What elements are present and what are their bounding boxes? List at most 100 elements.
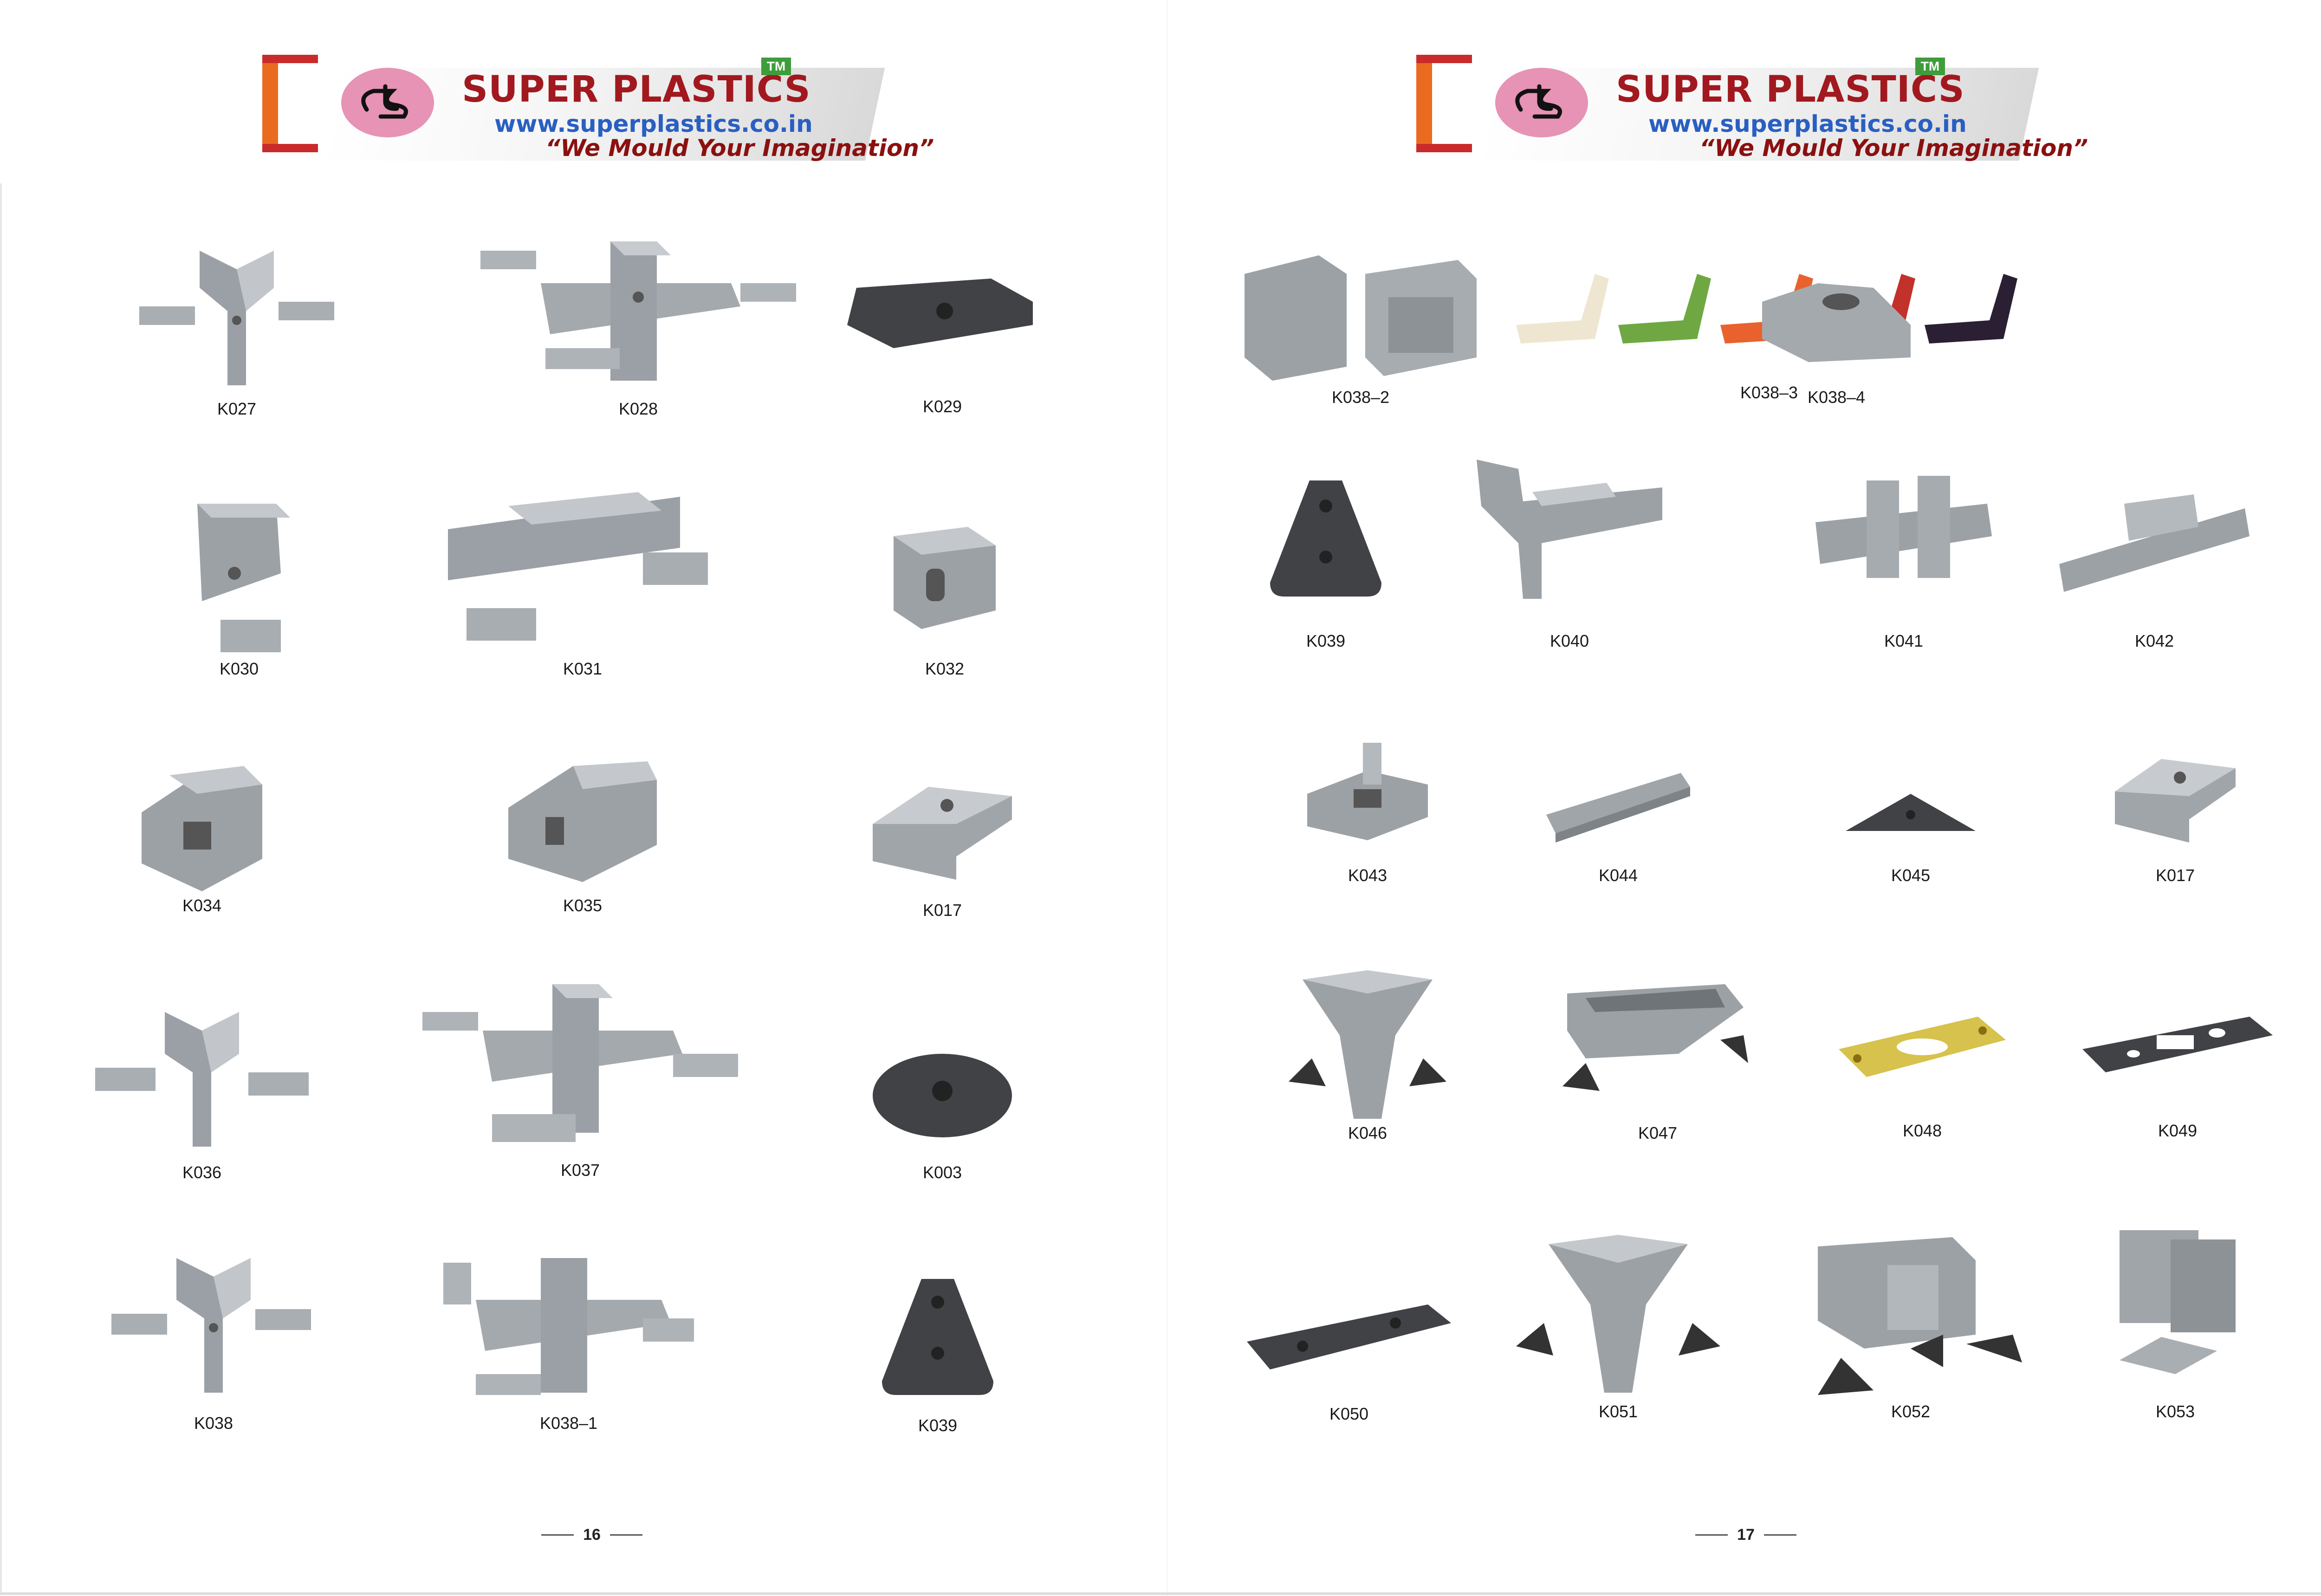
five-way-cross-connector-icon [422,984,738,1142]
product-card: K017 [2115,745,2236,885]
triangle-plate-icon [882,1279,993,1395]
product-card: K045 [1846,789,1976,885]
five-way-cross-connector-icon [480,241,796,381]
triangle-plate-icon [1270,480,1381,597]
mounting-base-icon [1307,743,1428,840]
brand-header: SUPER PLASTICS TM www.superplastics.co.i… [262,55,934,171]
flanged-block-joint-icon [508,761,657,882]
product-card: K047 [1562,975,1748,1142]
product-card: K043 [1307,738,1428,885]
cube-joint-icon [894,527,996,629]
t-joint-connector-icon [1477,460,1662,599]
brand-name: SUPER PLASTICS [462,69,811,110]
product-code: K044 [1598,866,1638,885]
product-card: K048 [1839,1007,2006,1140]
catalog-page-right: SUPER PLASTICS TM www.superplastics.co.i… [1168,0,2321,1596]
product-card: K050 [1247,1300,1451,1423]
product-card: K028 [480,227,796,418]
three-way-corner-connector-icon [95,1012,309,1147]
brand-tagline: “We Mould Your Imagination” [545,135,934,162]
product-code: K050 [1329,1404,1369,1423]
brass-slotted-plate-icon [1839,1017,2006,1077]
product-code: K052 [1891,1402,1931,1421]
product-code: K027 [217,399,257,418]
flat-link-plate-icon [1247,1304,1451,1369]
product-card: K031 [448,478,708,678]
product-code: K039 [1306,631,1346,650]
product-code: K034 [182,896,222,915]
folio-rule [1695,1534,1728,1536]
product-code: K017 [2155,866,2195,885]
product-code: K031 [563,659,603,678]
slotted-plate-icon [2082,1017,2273,1072]
product-code: K037 [560,1161,600,1180]
long-bracket-joint-icon [448,492,708,641]
product-card: K030 [197,490,290,678]
product-card: K038 [111,1249,311,1433]
funnel-corner-connector-icon [1289,970,1446,1119]
u-channel-clamp-icon [2115,759,2236,843]
product-code: K045 [1891,866,1931,885]
website-url: www.superplastics.co.in [494,110,813,137]
hinge-joint-pair-icon [1245,255,1477,381]
square-block-joint-icon [142,766,262,891]
product-code: K038–2 [1331,388,1390,407]
product-code: K003 [922,1163,962,1182]
product-code: K043 [1348,866,1387,885]
trademark-badge: TM [761,58,791,75]
product-code: K051 [1598,1402,1638,1421]
product-card: K039 [1270,476,1381,650]
product-code: K038–4 [1807,388,1866,407]
catalog-page-left: SUPER PLASTICS TM www.superplastics.co.i… [0,55,1033,1595]
product-code: K038–1 [539,1414,598,1433]
five-way-cross-connector-icon [443,1258,694,1395]
u-channel-clamp-icon [873,787,1012,880]
trademark-badge: TM [1915,58,1945,75]
brand-bracket-accent [1416,63,1432,144]
open-corner-connector-icon [1562,984,1748,1091]
sp-monogram-icon [1495,68,1588,137]
folio-rule [609,1534,642,1536]
three-way-corner-connector-icon [111,1258,311,1393]
page-number-text: 16 [583,1525,601,1544]
cross-joint-connector-icon [1815,476,1992,578]
bracket-assembly-icon [1818,1237,2022,1395]
product-card: K038–1 [443,1249,694,1433]
product-card: K038–2 [1245,246,1477,407]
triangle-plate-icon [1846,794,1976,831]
product-code: K032 [925,659,965,678]
product-code: K048 [1902,1121,1942,1140]
product-code: K038–3 [1740,383,1798,402]
product-code: K028 [618,399,658,418]
round-washer-plate-icon [873,1054,1012,1137]
page-number: 16 [536,1525,648,1545]
product-code: K047 [1638,1123,1678,1142]
brand-name: SUPER PLASTICS [1616,69,1965,110]
product-code: K053 [2155,1402,2195,1421]
product-card: K038–4 [1762,274,1911,407]
product-card: K038–3 [1516,269,2017,402]
channel-strip-icon [1546,773,1690,843]
product-card: K046 [1289,970,1446,1142]
double-flange-bracket-icon [2120,1230,2236,1374]
product-code: K041 [1884,631,1924,650]
clamp-block-icon [1762,283,1911,362]
product-code: K046 [1348,1123,1387,1142]
product-card: K017 [873,768,1012,920]
product-card: K032 [894,518,996,678]
page-number-text: 17 [1737,1525,1755,1544]
three-way-corner-connector-icon [139,251,334,385]
product-code: K035 [563,896,603,915]
product-card: K029 [847,274,1033,416]
sp-monogram-icon [341,68,434,137]
product-card: K042 [2059,485,2250,650]
product-card: K041 [1815,471,1992,650]
website-url: www.superplastics.co.in [1648,110,1967,137]
rail-connector-icon [2059,494,2250,592]
product-card: K037 [422,975,738,1180]
product-code: K036 [182,1163,222,1182]
funnel-corner-connector-icon [1516,1235,1720,1393]
page-edge-line [0,183,2,1595]
product-code: K017 [922,901,962,920]
product-card: K049 [2082,1007,2273,1140]
